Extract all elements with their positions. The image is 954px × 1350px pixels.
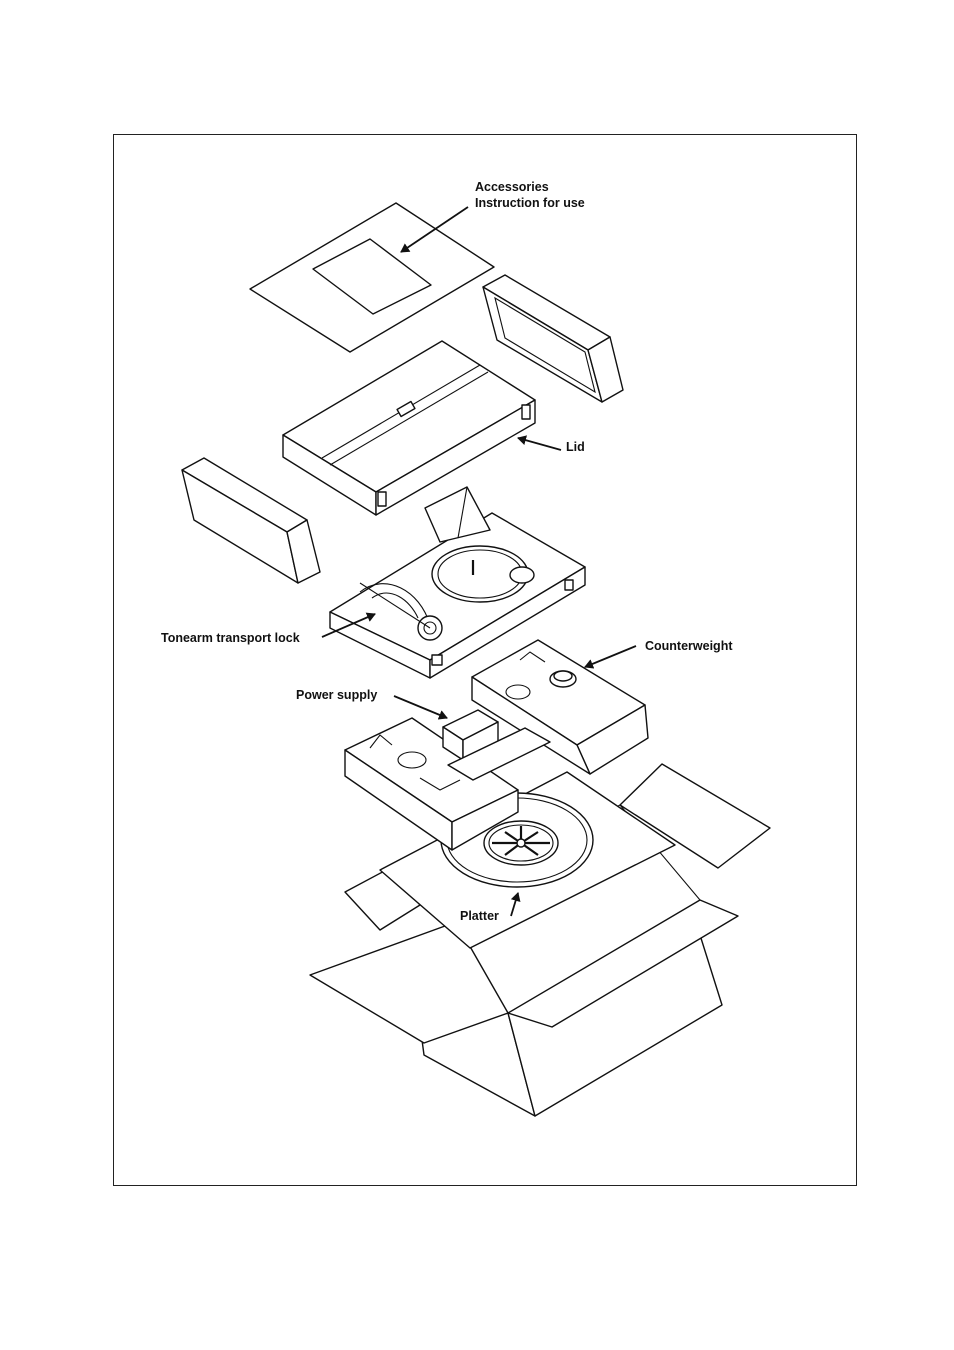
label-tonearm-lock: Tonearm transport lock bbox=[161, 631, 300, 645]
label-lid: Lid bbox=[566, 440, 585, 454]
label-instruction: Instruction for use bbox=[475, 196, 585, 210]
arrow-lid bbox=[518, 438, 561, 450]
label-platter: Platter bbox=[460, 909, 499, 923]
arrow-power-supply bbox=[394, 696, 447, 718]
label-counterweight: Counterweight bbox=[645, 639, 733, 653]
arrow-counterweight bbox=[585, 646, 636, 667]
foam-block-left bbox=[182, 458, 320, 583]
dust-lid bbox=[283, 341, 535, 515]
accessories-sheet bbox=[250, 203, 494, 352]
label-power-supply: Power supply bbox=[296, 688, 377, 702]
label-accessories: Accessories bbox=[475, 180, 549, 194]
